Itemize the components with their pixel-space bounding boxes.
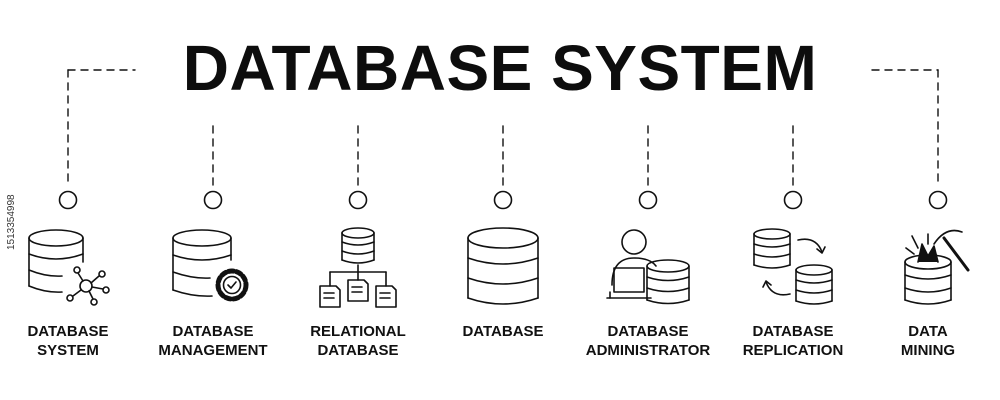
title-bracket-left: [67, 69, 136, 187]
database-icon: [467, 227, 539, 305]
stock-id-watermark: 1513354998: [6, 194, 17, 250]
connector-lines: [212, 125, 794, 187]
timeline-node: [638, 190, 658, 210]
timeline-nodes: [58, 190, 948, 210]
database-replication-icon: [753, 228, 833, 305]
title-bracket-right: [871, 69, 939, 187]
label-database-system: DATABASE SYSTEM: [27, 323, 109, 359]
label-database: DATABASE: [462, 323, 544, 340]
label-data-mining: DATA MINING: [900, 323, 956, 359]
relational-database-icon: [319, 227, 397, 308]
timeline-node: [348, 190, 368, 210]
page-title: DATABASE SYSTEM: [182, 32, 818, 104]
timeline-node: [928, 190, 948, 210]
label-database-management: DATABASE MANAGEMENT: [158, 323, 268, 359]
timeline-node: [58, 190, 78, 210]
database-network-icon: [28, 229, 110, 306]
label-database-replication: DATABASE REPLICATION: [742, 323, 844, 359]
timeline-node: [493, 190, 513, 210]
data-mining-icon: [904, 229, 970, 305]
timeline-node: [783, 190, 803, 210]
label-relational-database: RELATIONAL DATABASE: [310, 323, 406, 359]
database-administrator-icon: [606, 229, 690, 305]
database-gear-icon: [172, 229, 249, 302]
label-database-administrator: DATABASE ADMINISTRATOR: [585, 323, 711, 359]
timeline-node: [203, 190, 223, 210]
